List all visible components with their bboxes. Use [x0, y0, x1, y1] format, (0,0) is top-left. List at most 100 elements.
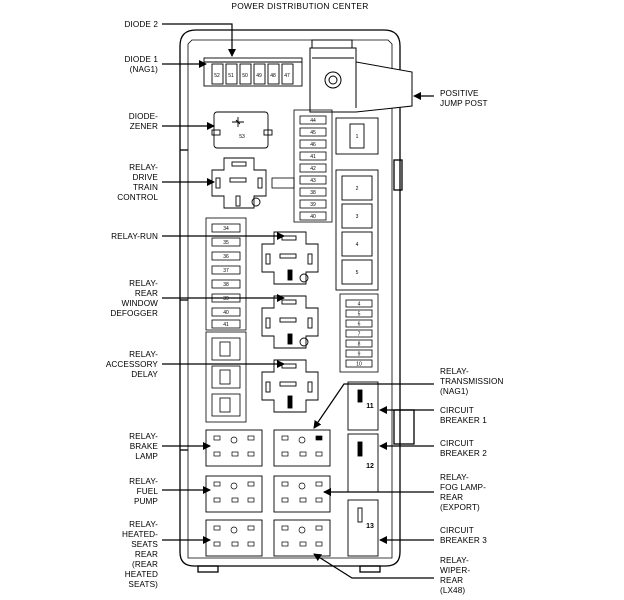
- micro-relay-grid: [205, 429, 331, 557]
- positive-jump-post: [309, 39, 413, 113]
- svg-text:42: 42: [310, 166, 316, 172]
- svg-text:40: 40: [310, 214, 316, 220]
- relay-accessory-socket: [261, 359, 319, 413]
- label-brake-l2: BRAKE: [130, 442, 159, 451]
- leader-wiper: [313, 553, 434, 579]
- label-wiper-l1: RELAY-: [440, 556, 469, 565]
- left-lower-block: [205, 331, 247, 423]
- label-accessory-l1: RELAY-: [129, 350, 158, 359]
- breaker-13-number: 13: [366, 523, 374, 530]
- diode-slot-52: 52: [214, 73, 220, 79]
- leader-diode2: [162, 23, 236, 57]
- label-wiper-l3: REAR: [440, 576, 463, 585]
- left-labels: DIODE 2 DIODE 1 (NAG1) DIODE- ZENER RELA…: [106, 20, 159, 589]
- svg-text:35: 35: [223, 240, 229, 246]
- svg-text:10: 10: [356, 362, 362, 368]
- label-brake-l1: RELAY-: [129, 432, 158, 441]
- diode-slot-48: 48: [270, 73, 276, 79]
- svg-text:5: 5: [356, 270, 359, 276]
- upper-right-fuse-block: [271, 109, 333, 223]
- label-fuel-l3: PUMP: [134, 497, 158, 506]
- leader-lines: [162, 23, 434, 579]
- svg-text:7: 7: [358, 332, 361, 338]
- label-diode1-l1: DIODE 1: [125, 55, 159, 64]
- breaker-12-number: 12: [366, 463, 374, 470]
- label-fog-lamp-l2: FOG LAMP-: [440, 483, 486, 492]
- svg-text:6: 6: [358, 322, 361, 328]
- svg-text:41: 41: [223, 322, 229, 328]
- svg-text:9: 9: [358, 352, 361, 358]
- label-transmission-l3: (NAG1): [440, 387, 469, 396]
- label-drive-train-l4: CONTROL: [117, 193, 158, 202]
- label-diode-zener-l1: DIODE-: [129, 112, 158, 121]
- left-fuse-block: [205, 217, 247, 331]
- label-breaker3-l2: BREAKER 3: [440, 536, 487, 545]
- svg-text:37: 37: [223, 268, 229, 274]
- label-relay-run: RELAY-RUN: [111, 232, 158, 241]
- label-transmission-l2: TRANSMISSION: [440, 377, 504, 386]
- label-rear-window-l2: REAR: [135, 289, 158, 298]
- svg-text:4: 4: [358, 302, 361, 308]
- label-wiper-l2: WIPER-: [440, 566, 470, 575]
- label-positive-jump-l2: JUMP POST: [440, 99, 488, 108]
- svg-text:46: 46: [310, 142, 316, 148]
- svg-text:39: 39: [310, 202, 316, 208]
- label-heated-seats-l3: SEATS: [131, 540, 158, 549]
- right-mid-fuse-labels: 4 5 6 7 8 9 10: [356, 302, 362, 368]
- label-breaker2-l1: CIRCUIT: [440, 439, 474, 448]
- label-heated-seats-l5: (REAR: [132, 560, 158, 569]
- label-accessory-l2: ACCESSORY: [106, 360, 159, 369]
- label-fog-lamp-l1: RELAY-: [440, 473, 469, 482]
- svg-text:4: 4: [356, 242, 359, 248]
- label-wiper-l4: (LX48): [440, 586, 465, 595]
- svg-text:38: 38: [223, 282, 229, 288]
- diode-slot-51: 51: [228, 73, 234, 79]
- diode-zener-component: [211, 111, 273, 149]
- label-heated-seats-l4: REAR: [135, 550, 158, 559]
- label-breaker3-l1: CIRCUIT: [440, 526, 474, 535]
- svg-text:40: 40: [223, 310, 229, 316]
- label-transmission-l1: RELAY-: [440, 367, 469, 376]
- svg-text:41: 41: [310, 154, 316, 160]
- pdc-housing: [179, 29, 415, 573]
- label-fuel-l1: RELAY-: [129, 477, 158, 486]
- label-rear-window-l1: RELAY-: [129, 279, 158, 288]
- relay-run-socket: [261, 231, 319, 285]
- label-accessory-l3: DELAY: [131, 370, 158, 379]
- diode-slot-labels: 52 51 50 49 48 47: [214, 73, 290, 79]
- left-fuse-labels: 34 35 36 37 38 39 40 41: [223, 226, 229, 328]
- right-mid-fuse-block: [339, 293, 379, 373]
- diode-slot-47: 47: [284, 73, 290, 79]
- label-fog-lamp-l4: (EXPORT): [440, 503, 480, 512]
- svg-text:45: 45: [310, 130, 316, 136]
- label-positive-jump-l1: POSITIVE: [440, 89, 479, 98]
- svg-text:39: 39: [223, 296, 229, 302]
- svg-text:1: 1: [356, 134, 359, 140]
- label-heated-seats-l2: HEATED-: [122, 530, 158, 539]
- label-diode-zener-l2: ZENER: [130, 122, 158, 131]
- label-heated-seats-l7: SEATS): [128, 580, 158, 589]
- label-fog-lamp-l3: REAR: [440, 493, 463, 502]
- breaker-11-number: 11: [366, 403, 374, 410]
- diode-zener-number: 53: [239, 134, 245, 140]
- maxi-fuse-labels: 1 2 3 4 5: [356, 134, 359, 276]
- diagram-title: POWER DISTRIBUTION CENTER: [231, 1, 368, 11]
- label-breaker1-l1: CIRCUIT: [440, 406, 474, 415]
- label-rear-window-l3: WINDOW: [121, 299, 158, 308]
- label-drive-train-l3: TRAIN: [133, 183, 158, 192]
- svg-text:44: 44: [310, 118, 316, 124]
- svg-text:3: 3: [356, 214, 359, 220]
- diode-block: [203, 57, 303, 87]
- label-rear-window-l4: DEFOGGER: [110, 309, 158, 318]
- diode-slot-49: 49: [256, 73, 262, 79]
- svg-text:8: 8: [358, 342, 361, 348]
- label-fuel-l2: FUEL: [137, 487, 159, 496]
- svg-text:38: 38: [310, 190, 316, 196]
- label-drive-train-l2: DRIVE: [132, 173, 158, 182]
- label-heated-seats-l1: RELAY-: [129, 520, 158, 529]
- relay-drive-train-socket: [211, 157, 267, 209]
- relay-rear-window-socket: [261, 295, 319, 349]
- label-heated-seats-l6: HEATED: [125, 570, 158, 579]
- diode-slot-50: 50: [242, 73, 248, 79]
